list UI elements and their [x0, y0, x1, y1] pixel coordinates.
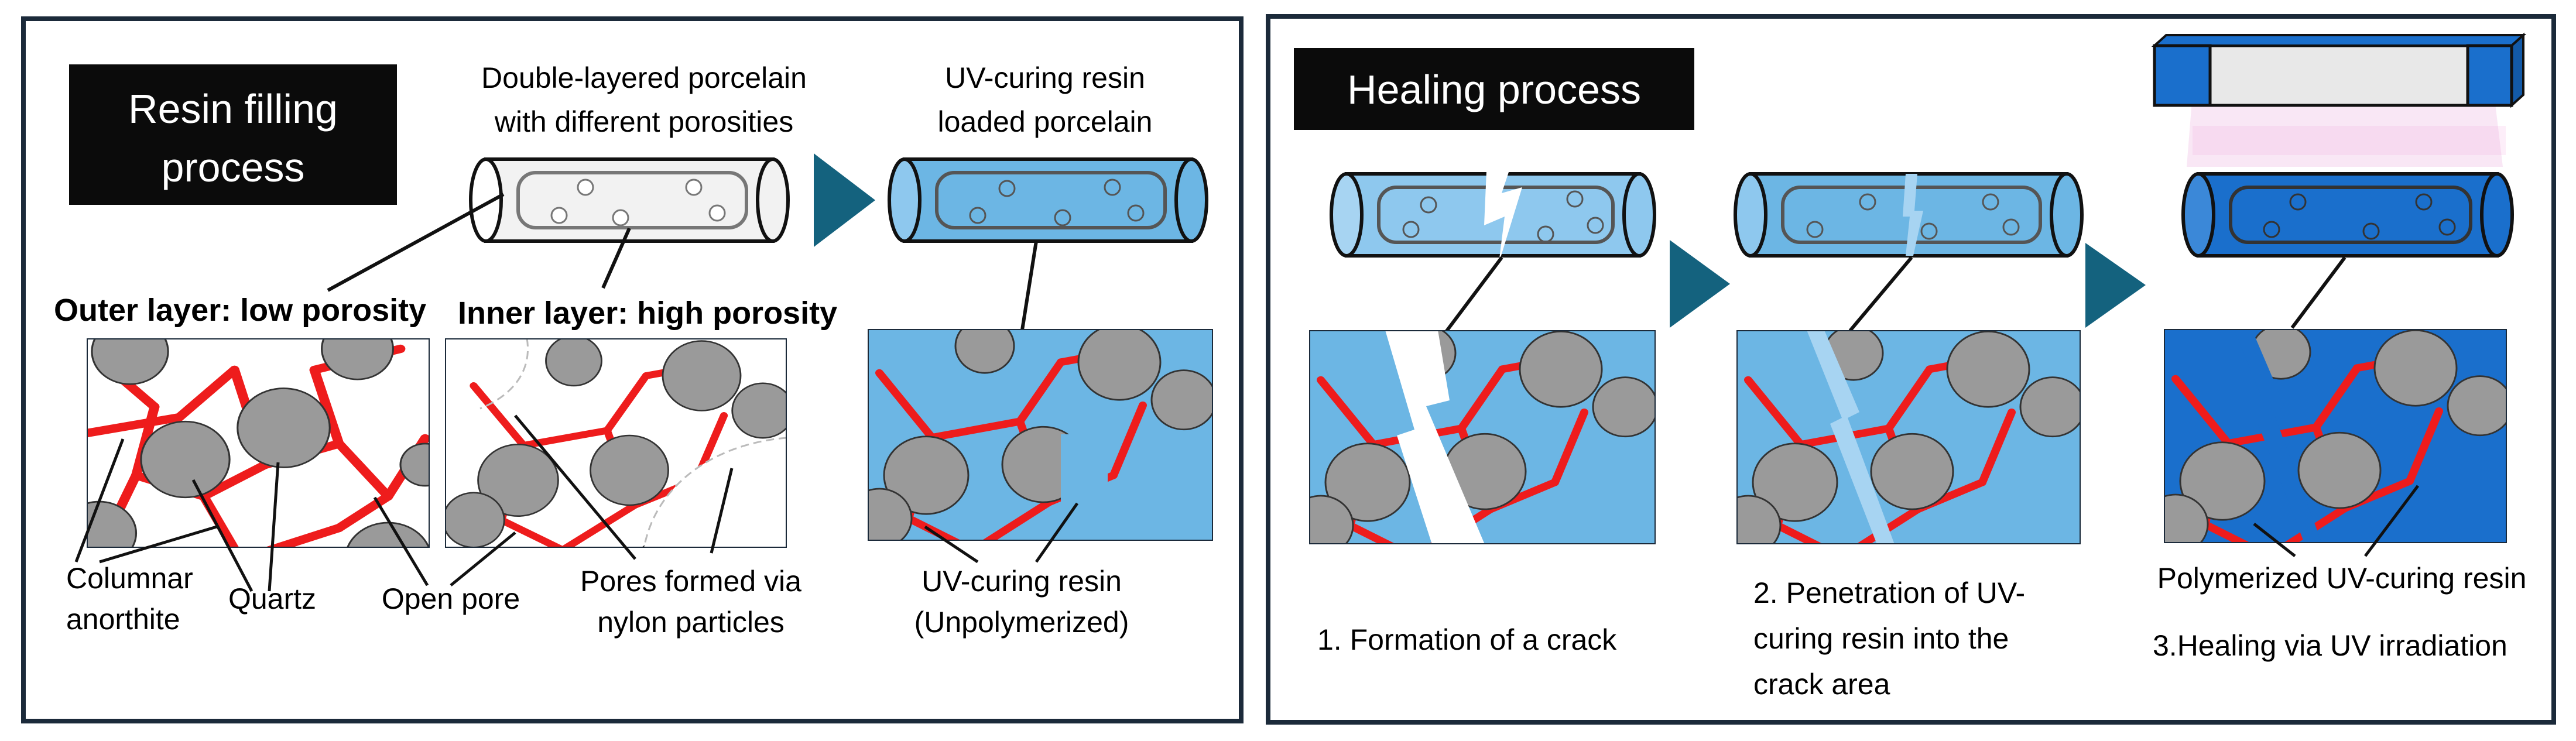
nylon-pores-label-line1: Pores formed via	[580, 565, 801, 598]
penetration-pointer	[1848, 256, 1913, 332]
process-arrow-1	[814, 153, 875, 247]
resin-panel-pointer	[1020, 241, 1038, 334]
inner-layer-micrograph	[445, 338, 787, 548]
penetrated-cylinder	[1734, 172, 2084, 258]
resin-filling-title-line2: process	[161, 145, 304, 190]
porcelain-cylinder	[469, 157, 790, 243]
unpolymerized-resin-label-line1: UV-curing resin	[922, 565, 1122, 598]
quartz-label: Quartz	[228, 582, 316, 615]
nylon-pores-label-line2: nylon particles	[597, 606, 785, 639]
healing-title: Healing process	[1347, 67, 1641, 112]
step3-label: 3.Healing via UV irradiation	[2153, 629, 2508, 662]
polymerized-resin-label: Polymerized UV-curing resin	[2157, 562, 2527, 595]
resin-filling-badge	[69, 64, 397, 205]
cracked-cylinder	[1330, 158, 1656, 263]
step1-label: 1. Formation of a crack	[1317, 623, 1617, 656]
crack-micrograph	[1309, 330, 1656, 544]
healing-badge	[1294, 48, 1694, 130]
penetration-micrograph	[1736, 330, 2081, 544]
resin-micrograph	[868, 329, 1213, 541]
inner-layer-label: Inner layer: high porosity	[458, 296, 837, 331]
healed-pointer	[2290, 256, 2347, 329]
step2-label-line1: 2. Penetration of UV-	[1753, 577, 2025, 609]
outer-layer-pointer	[327, 193, 505, 292]
uv-lamp-icon	[2151, 32, 2527, 167]
label-pointers-left	[74, 414, 1079, 592]
double-layer-label-line2: with different porosities	[494, 105, 793, 138]
resin-loaded-cylinder	[888, 157, 1208, 243]
outer-layer-micrograph	[87, 338, 430, 548]
healed-cylinder	[2181, 172, 2514, 258]
outer-layer-label: Outer layer: low porosity	[54, 293, 426, 328]
step2-label-line2: curing resin into the	[1753, 622, 2009, 655]
columnar-anorthite-label-line1: Columnar	[66, 562, 193, 595]
process-arrow-2	[1670, 240, 1730, 328]
resin-filling-title-line1: Resin filling	[128, 86, 338, 132]
double-layer-label-line1: Double-layered porcelain	[481, 61, 807, 94]
open-pore-label: Open pore	[382, 582, 520, 615]
label-pointers-right	[2253, 485, 2419, 557]
crack-pointer	[1438, 256, 1503, 341]
inner-layer-pointer	[601, 227, 631, 289]
healed-micrograph	[2164, 329, 2507, 543]
loaded-porcelain-label-line2: loaded porcelain	[938, 105, 1153, 138]
process-arrow-3	[2085, 243, 2146, 328]
unpolymerized-resin-label-line2: (Unpolymerized)	[914, 606, 1129, 639]
loaded-porcelain-label-line1: UV-curing resin	[945, 61, 1145, 94]
step2-label-line3: crack area	[1753, 668, 1890, 701]
columnar-anorthite-label-line2: anorthite	[66, 603, 180, 636]
